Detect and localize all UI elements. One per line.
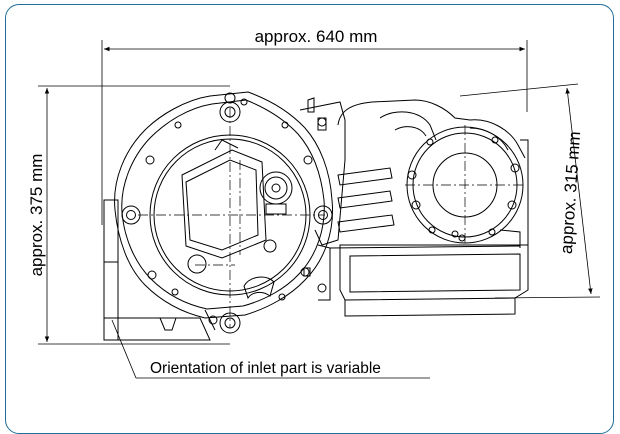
- orientation-note: Orientation of inlet part is variable: [150, 360, 381, 377]
- pump-centerlines: [138, 108, 325, 328]
- pump-body: [103, 91, 334, 341]
- right-height-label: approx. 315 mm: [557, 131, 585, 255]
- motor-body: [299, 97, 529, 317]
- left-height-dimension: [38, 85, 230, 345]
- width-label: approx. 640 mm: [255, 27, 378, 46]
- motor-centerlines: [405, 125, 525, 245]
- width-dimension: [101, 40, 528, 225]
- note-leader: [111, 319, 430, 379]
- left-height-label: approx. 375 mm: [27, 154, 46, 277]
